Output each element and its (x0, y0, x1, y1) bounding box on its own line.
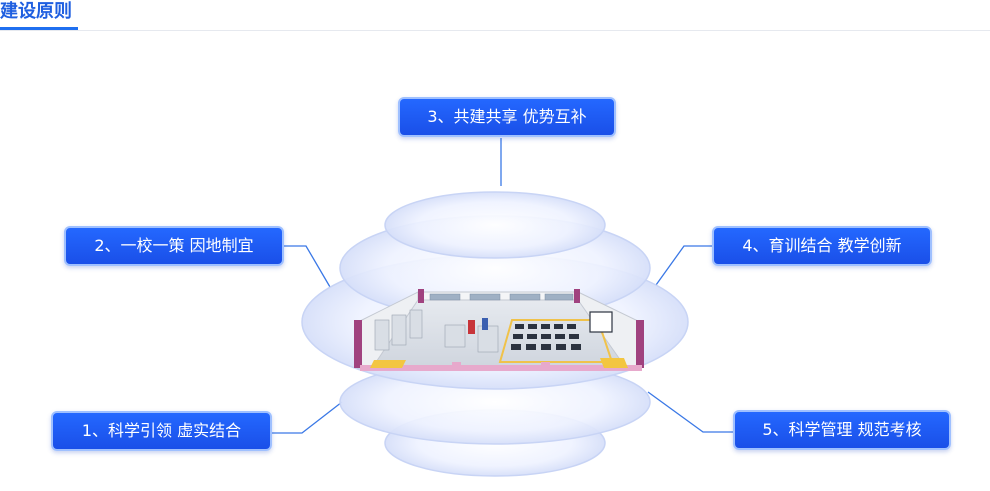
principle-label-2: 2、一校一策 因地制宜 (94, 236, 254, 255)
principle-label-4: 4、育训结合 教学创新 (742, 236, 902, 255)
principle-label-5: 5、科学管理 规范考核 (762, 420, 922, 439)
principle-badge-1: 1、科学引领 虚实结合 (51, 411, 272, 451)
principle-label-1: 1、科学引领 虚实结合 (81, 421, 242, 440)
title-underline (0, 27, 78, 30)
classroom-model (354, 289, 644, 371)
principle-badge-2: 2、一校一策 因地制宜 (64, 226, 284, 266)
principle-label-3: 3、共建共享 优势互补 (427, 107, 587, 126)
connector-lines (272, 138, 733, 434)
principle-badge-3: 3、共建共享 优势互补 (398, 97, 616, 137)
section-title: 建设原则 (0, 1, 72, 22)
principle-badge-4: 4、育训结合 教学创新 (712, 226, 932, 266)
section-header: 建设原则 (0, 0, 990, 31)
principle-badge-5: 5、科学管理 规范考核 (733, 410, 951, 450)
